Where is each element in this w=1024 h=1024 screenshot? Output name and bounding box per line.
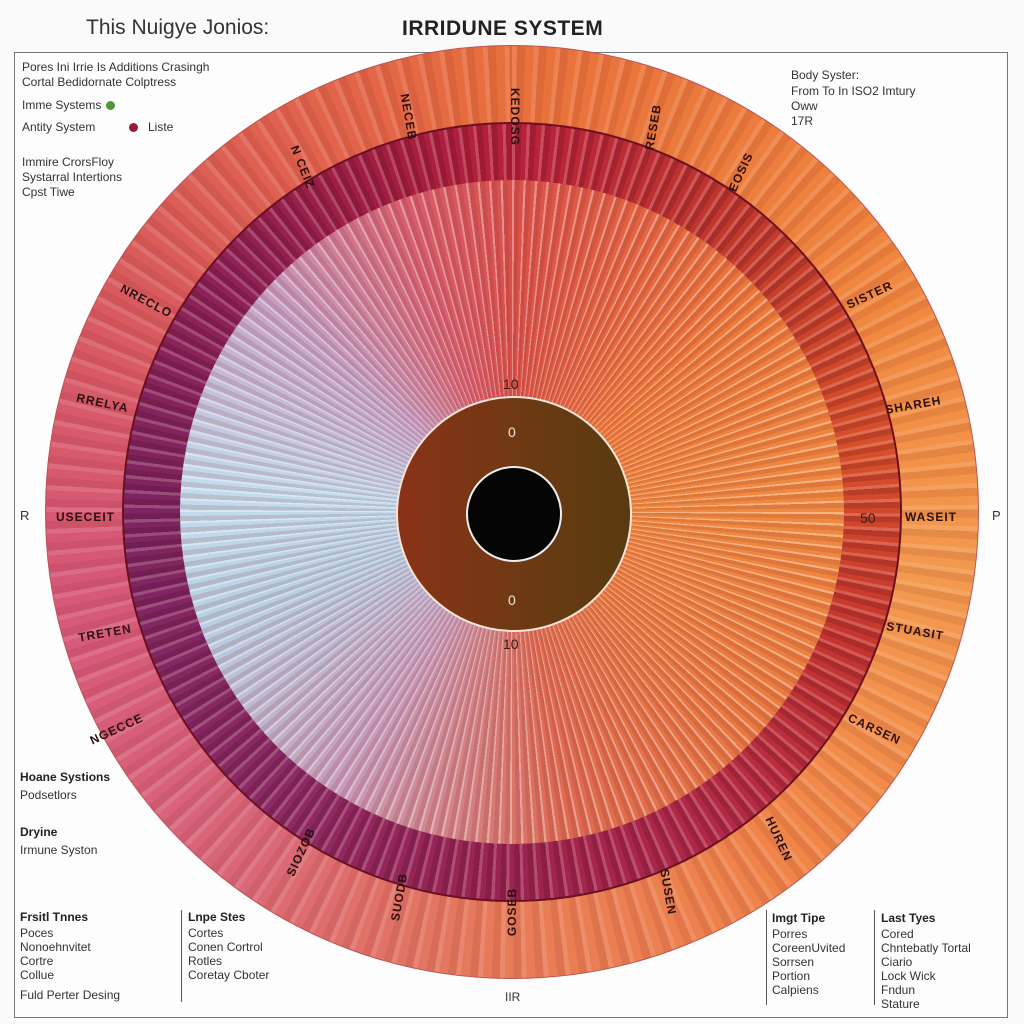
column-heading: Lnpe Stes <box>188 910 246 924</box>
column-item: CoreenUvited <box>772 941 846 955</box>
column-item: Conen Cortrol <box>188 940 263 954</box>
iris-inner-zone <box>180 180 844 844</box>
column-item: Cortes <box>188 926 224 940</box>
note: Cpst Tiwe <box>22 185 75 199</box>
column-heading: Imgt Tipe <box>772 911 826 925</box>
column-item: Porres <box>772 927 808 941</box>
section-heading: Hoane Systions <box>20 770 111 784</box>
column-item: Coretay Cboter <box>188 968 270 982</box>
column-heading: Frsitl Tnnes <box>20 910 89 924</box>
legend-label: Antity System <box>22 120 96 134</box>
intro-line-2: Cortal Bedidornate Colptress <box>22 75 177 89</box>
column-item: Collue <box>20 968 55 982</box>
column-item: Rotles <box>188 954 223 968</box>
column-item: Sorrsen <box>772 955 815 969</box>
column-item: Calpiens <box>772 983 819 997</box>
legend-label: Imme Systems <box>22 98 102 112</box>
green-dot-icon <box>106 101 115 110</box>
info-line: Oww <box>791 99 818 113</box>
red-dot-icon <box>129 123 138 132</box>
center-mark: 0 <box>508 592 516 608</box>
bottom-mark: IIR <box>505 990 521 1004</box>
column-item: Portion <box>772 969 811 983</box>
intro-line-1: Pores Ini Irrie Is Additions Crasingh <box>22 60 210 74</box>
column-item: Stature <box>881 997 920 1011</box>
note: Systarral Intertions <box>22 170 123 184</box>
iris-label: USECEIT <box>56 510 116 524</box>
iris-label: KEDOSG <box>508 87 523 147</box>
section-heading: Dryine <box>20 825 58 839</box>
column-item: Cored <box>881 927 914 941</box>
info-line: From To In ISO2 Imtury <box>791 84 916 98</box>
info-line: 17R <box>791 114 814 128</box>
pupil-ring <box>396 396 632 632</box>
column-item: Lock Wick <box>881 969 936 983</box>
legend-note: Liste <box>148 120 174 134</box>
side-mark-left: R <box>20 508 30 523</box>
column-item: Fndun <box>881 983 916 997</box>
divider <box>766 910 767 1005</box>
side-mark-right: P <box>992 508 1001 523</box>
section-text: Irmune Syston <box>20 843 98 857</box>
column-item: Chntebatly Tortal <box>881 941 971 955</box>
divider <box>181 910 182 1002</box>
section-text: Podsetlors <box>20 788 77 802</box>
center-mark: 10 <box>503 636 519 652</box>
center-mark: 10 <box>503 376 519 392</box>
legend-item: Antity System <box>22 120 95 135</box>
column-item: Poces <box>20 926 54 940</box>
note: Immire CrorsFloy <box>22 155 114 169</box>
column-item: Cortre <box>20 954 54 968</box>
column-heading: Last Tyes <box>881 911 936 925</box>
pupil <box>466 466 562 562</box>
column-footer: Fuld Perter Desing <box>20 988 121 1002</box>
iris-label: GOSEB <box>505 887 520 937</box>
info-line: Body Syster: <box>791 68 860 82</box>
legend-item: Imme Systems <box>22 98 122 113</box>
subtitle: This Nuigye Jonios: <box>86 16 270 39</box>
page-title: IRRIDUNE SYSTEM <box>402 17 604 40</box>
column-item: Nonoehnvitet <box>20 940 91 954</box>
iris-label: WASEIT <box>905 510 958 524</box>
column-item: Ciario <box>881 955 913 969</box>
divider <box>874 910 875 1005</box>
center-mark: 0 <box>508 424 516 440</box>
center-mark: 50 <box>860 510 876 526</box>
